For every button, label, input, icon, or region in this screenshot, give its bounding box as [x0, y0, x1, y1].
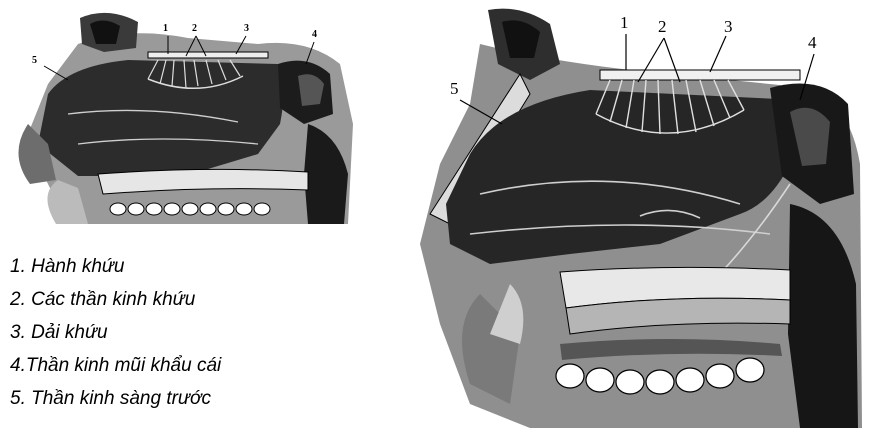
- large-leader-3: [710, 36, 726, 72]
- small-callout-4: 4: [312, 30, 317, 40]
- small-nasal-cavity-figure: 1 2 3 4 5: [8, 4, 360, 230]
- legend-list: 1. Hành khứu 2. Các thần kinh khứu 3. Dả…: [10, 250, 221, 415]
- large-callout-2: 2: [658, 18, 667, 35]
- small-callout-2: 2: [192, 24, 197, 34]
- legend-item-5: 5. Thần kinh sàng trước: [10, 382, 221, 415]
- large-callout-1: 1: [620, 14, 629, 31]
- small-nasal-cavity-illustration: [8, 4, 360, 230]
- legend-item-2: 2. Các thần kinh khứu: [10, 283, 221, 316]
- legend-item-1: 1. Hành khứu: [10, 250, 221, 283]
- large-nasal-cavity-figure: 1 2 3 4 5: [410, 4, 866, 428]
- legend-item-4: 4.Thần kinh mũi khẩu cái: [10, 349, 221, 382]
- large-callout-5: 5: [450, 80, 459, 97]
- legend-item-3: 3. Dải khứu: [10, 316, 221, 349]
- small-callout-1: 1: [163, 24, 168, 34]
- large-callout-4: 4: [808, 34, 817, 51]
- large-callout-3: 3: [724, 18, 733, 35]
- small-callout-3: 3: [244, 24, 249, 34]
- large-nasal-cavity-illustration: [410, 4, 866, 428]
- small-callout-5: 5: [32, 56, 37, 66]
